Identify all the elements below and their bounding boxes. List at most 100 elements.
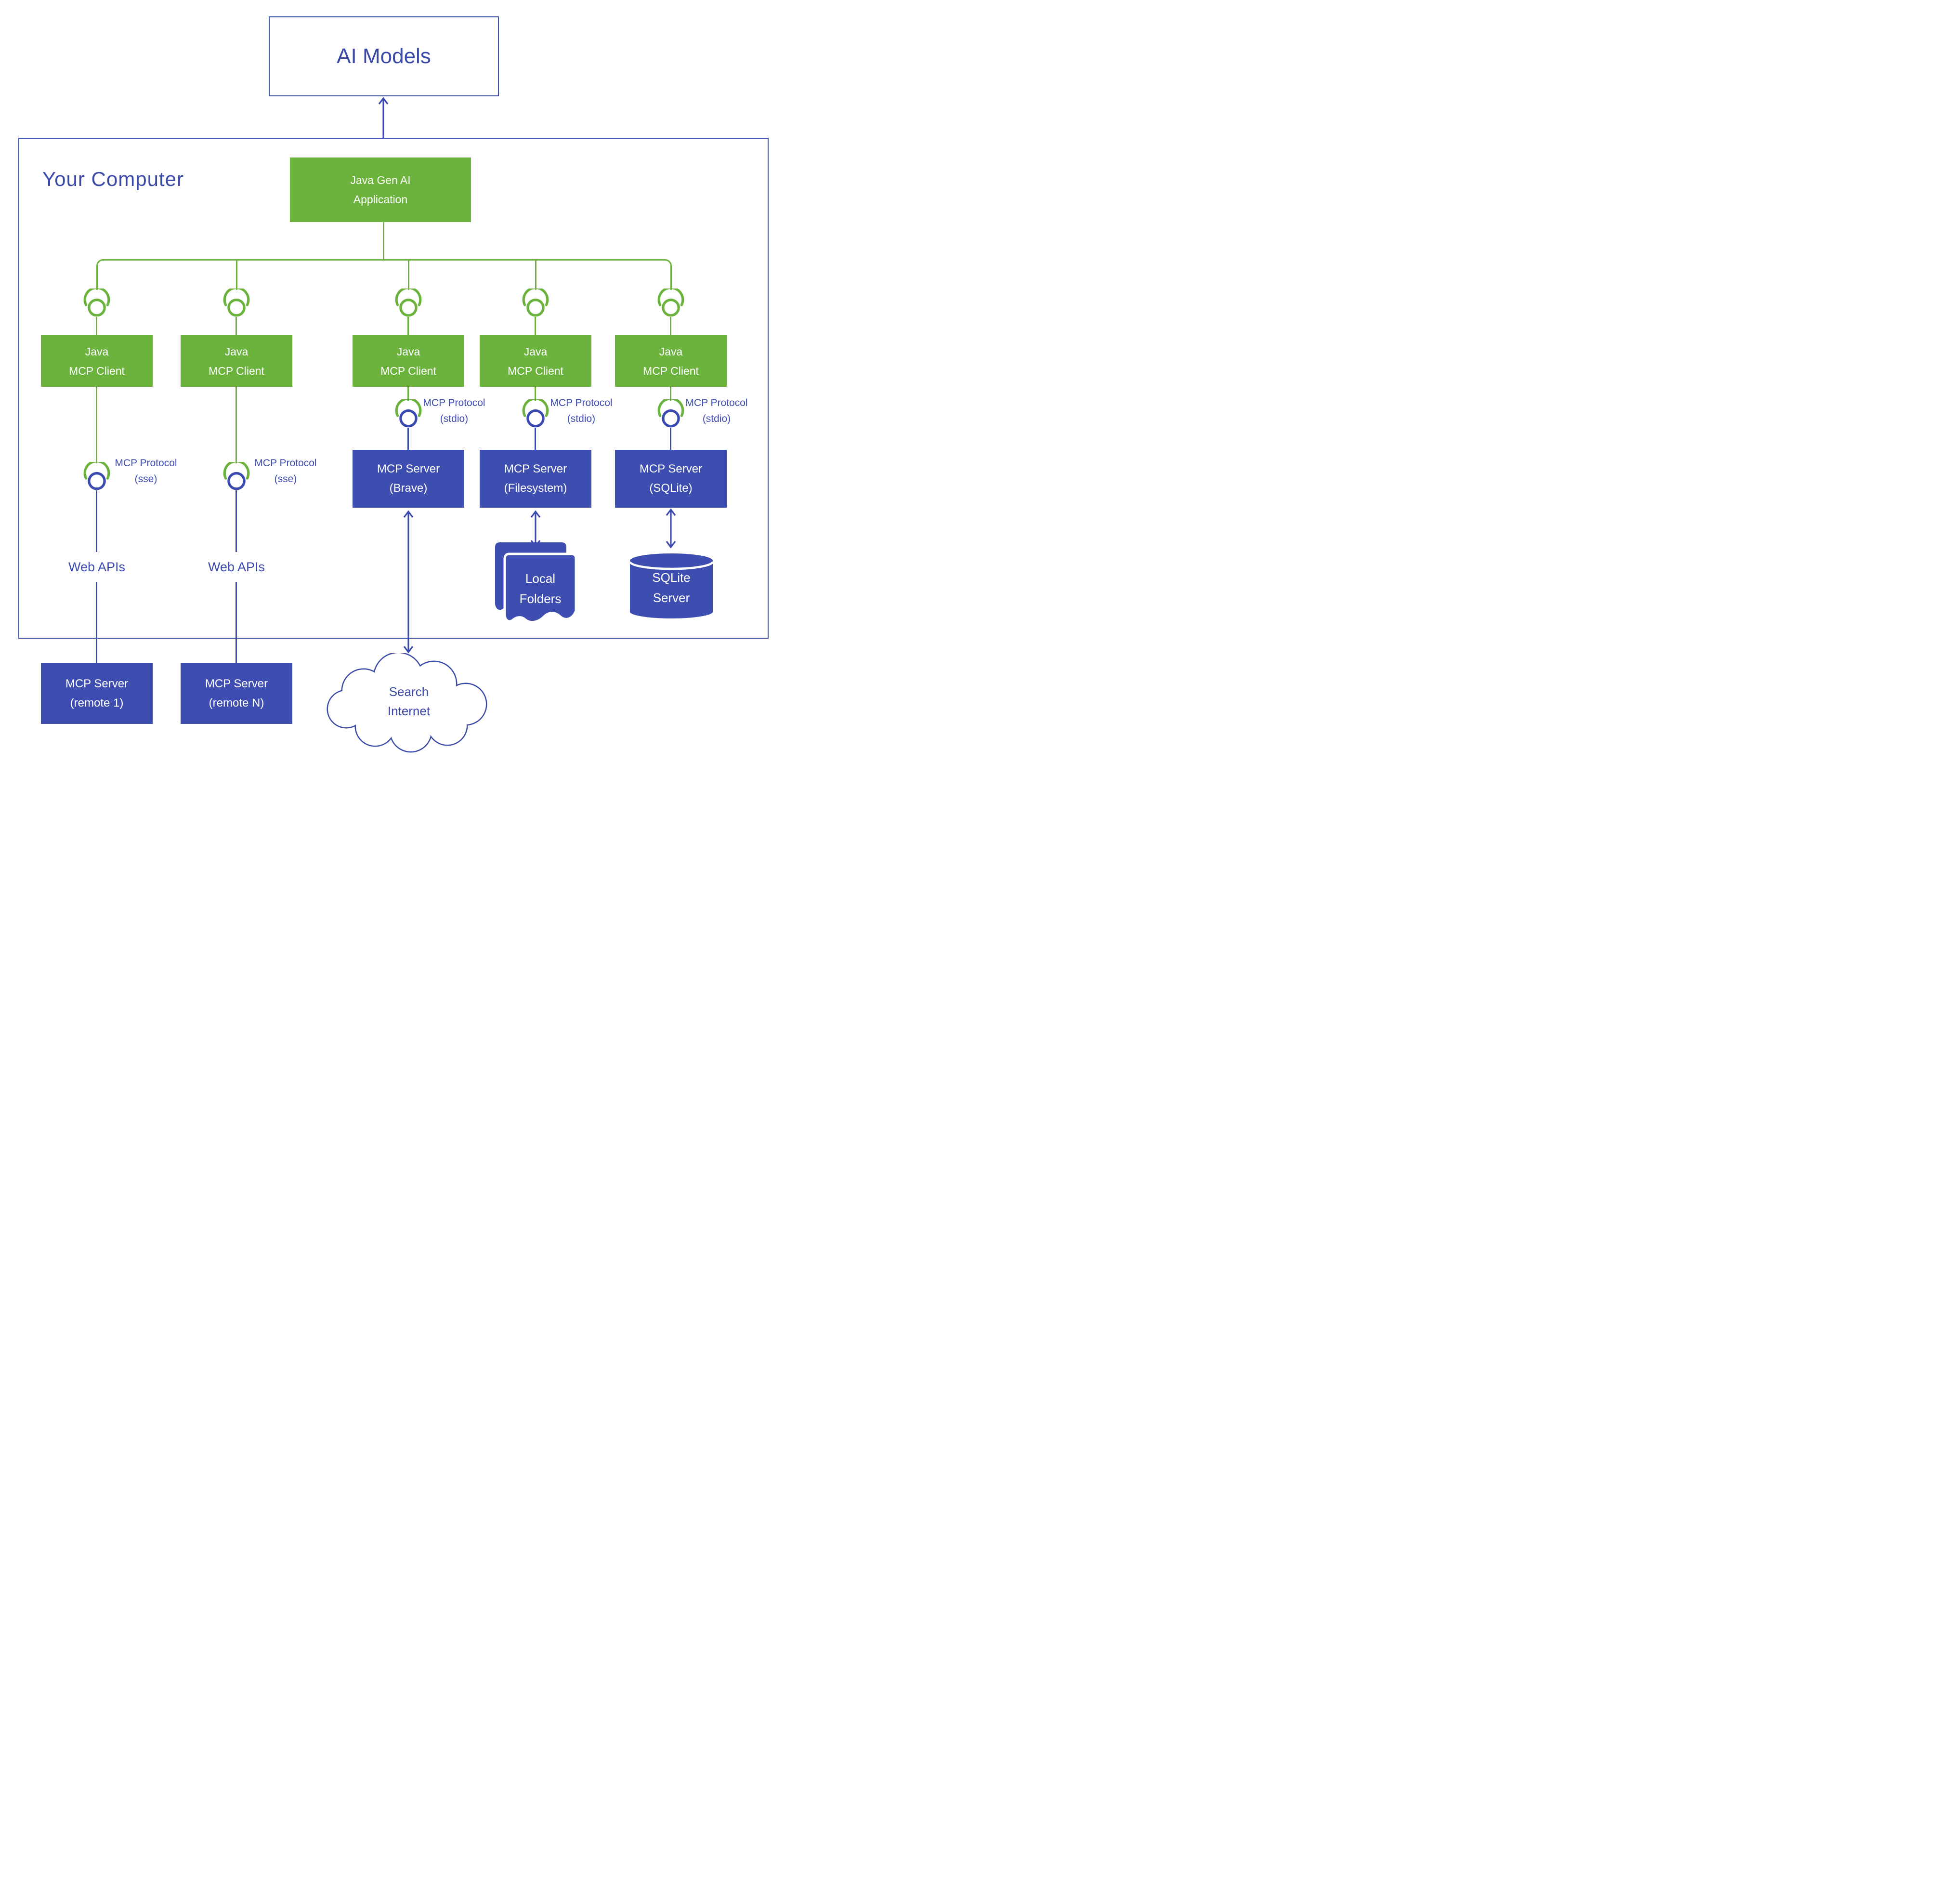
java-mcp-client-box-5: Java MCP Client xyxy=(615,335,727,387)
connector-line xyxy=(535,317,536,336)
protocol-label-line1: MCP Protocol xyxy=(423,397,485,408)
mcp-socket-icon xyxy=(657,399,684,428)
mcp-server-remoteN-box: MCP Server (remote N) xyxy=(181,663,292,724)
sqlite-db-double-arrow-icon xyxy=(666,508,676,549)
java-mcp-client-box-4: Java MCP Client xyxy=(480,335,591,387)
client-label-line1: Java xyxy=(224,345,249,358)
connector-line xyxy=(535,261,536,290)
protocol-label-stdio-3: MCP Protocol (stdio) xyxy=(668,395,765,427)
mcp-socket-icon xyxy=(223,462,250,490)
mcp-socket-icon xyxy=(657,289,684,317)
protocol-label-line2: (sse) xyxy=(274,473,297,485)
server-label-line2: (remote 1) xyxy=(70,696,124,709)
mcp-socket-icon xyxy=(83,289,110,317)
mcp-server-sqlite-box: MCP Server (SQLite) xyxy=(615,450,727,508)
diagram-canvas: AI Models Your Computer Java Gen AI Appl… xyxy=(0,0,780,762)
connector-line xyxy=(236,261,237,290)
protocol-label-line1: MCP Protocol xyxy=(254,458,317,469)
protocol-label-line1: MCP Protocol xyxy=(550,397,613,408)
connector-line xyxy=(383,222,384,260)
connector-line xyxy=(535,428,536,451)
client-label-line1: Java xyxy=(659,345,683,358)
server-label-line1: MCP Server xyxy=(205,677,268,690)
protocol-label-line2: (stdio) xyxy=(567,413,596,424)
server-label-line2: (remote N) xyxy=(209,696,264,709)
client-label-line2: MCP Client xyxy=(380,364,436,377)
connector-line xyxy=(407,428,409,451)
client-label-line1: Java xyxy=(85,345,109,358)
protocol-label-sse-2: MCP Protocol (sse) xyxy=(237,455,334,487)
brave-internet-double-arrow-icon xyxy=(403,510,414,654)
protocol-label-line1: MCP Protocol xyxy=(115,458,177,469)
mcp-socket-icon xyxy=(522,399,549,428)
mcp-socket-icon xyxy=(395,289,422,317)
branch-line-right xyxy=(383,259,672,290)
cloud-icon xyxy=(327,653,487,753)
mcp-server-remote1-box: MCP Server (remote 1) xyxy=(41,663,153,724)
java-gen-ai-application-box: Java Gen AI Application xyxy=(290,158,471,222)
server-label-line1: MCP Server xyxy=(65,677,129,690)
protocol-label-line2: (stdio) xyxy=(702,413,731,424)
connector-line xyxy=(670,386,671,401)
protocol-label-stdio-1: MCP Protocol (stdio) xyxy=(406,395,502,427)
protocol-label-sse-1: MCP Protocol (sse) xyxy=(98,455,194,487)
client-label-line2: MCP Client xyxy=(643,364,699,377)
mcp-socket-icon xyxy=(83,462,110,490)
ai-models-label: AI Models xyxy=(337,44,431,68)
sqlite-server-line2: Server xyxy=(653,591,690,605)
server-label-line1: MCP Server xyxy=(377,462,440,475)
connector-line xyxy=(670,428,671,451)
mcp-socket-icon xyxy=(223,289,250,317)
connector-line xyxy=(235,582,237,664)
connector-line xyxy=(235,317,237,336)
sqlite-server-line1: SQLite xyxy=(652,570,691,585)
connector-line xyxy=(407,386,409,401)
connector-line xyxy=(235,386,237,463)
local-folders-line1: Local xyxy=(525,571,556,586)
server-label-line2: (SQLite) xyxy=(649,482,693,495)
ai-models-box: AI Models xyxy=(269,16,499,96)
java-mcp-client-box-3: Java MCP Client xyxy=(353,335,464,387)
server-label-line2: (Brave) xyxy=(389,482,428,495)
protocol-label-stdio-2: MCP Protocol (stdio) xyxy=(533,395,629,427)
client-label-line1: Java xyxy=(396,345,420,358)
protocol-label-line1: MCP Protocol xyxy=(685,397,748,408)
local-folders-line2: Folders xyxy=(519,591,562,606)
branch-line-left xyxy=(96,259,383,290)
database-cylinder-icon xyxy=(628,553,714,618)
app-label-line2: Application xyxy=(353,193,408,206)
local-folders-label: Local Folders xyxy=(497,568,584,609)
connector-line xyxy=(96,582,97,664)
connector-line xyxy=(670,317,671,336)
web-apis-label-1: Web APIs xyxy=(68,560,126,574)
client-label-line2: MCP Client xyxy=(209,364,264,377)
server-label-line1: MCP Server xyxy=(639,462,703,475)
protocol-label-line2: (sse) xyxy=(134,473,157,485)
connector-line xyxy=(408,261,409,290)
your-computer-label: Your Computer xyxy=(42,168,184,190)
app-label-line1: Java Gen AI xyxy=(350,174,411,186)
connector-line xyxy=(535,386,536,401)
mcp-server-brave-box: MCP Server (Brave) xyxy=(353,450,464,508)
web-apis-label-2: Web APIs xyxy=(208,560,265,574)
client-label-line2: MCP Client xyxy=(508,364,563,377)
java-mcp-client-box-2: Java MCP Client xyxy=(181,335,292,387)
connector-line xyxy=(96,386,97,463)
protocol-label-line2: (stdio) xyxy=(440,413,469,424)
connector-line xyxy=(96,317,97,336)
mcp-socket-icon xyxy=(395,399,422,428)
connector-line xyxy=(235,490,237,552)
sqlite-server-label: SQLite Server xyxy=(627,567,716,608)
server-label-line2: (Filesystem) xyxy=(504,482,567,495)
mcp-socket-icon xyxy=(522,289,549,317)
connector-line xyxy=(96,490,97,552)
java-mcp-client-box-1: Java MCP Client xyxy=(41,335,153,387)
search-internet-line1: Search xyxy=(389,684,429,699)
client-label-line2: MCP Client xyxy=(69,364,125,377)
server-label-line1: MCP Server xyxy=(504,462,567,475)
search-internet-label: Search Internet xyxy=(337,682,481,721)
connector-line xyxy=(407,317,409,336)
client-label-line1: Java xyxy=(523,345,548,358)
search-internet-line2: Internet xyxy=(387,704,431,718)
mcp-server-filesystem-box: MCP Server (Filesystem) xyxy=(480,450,591,508)
